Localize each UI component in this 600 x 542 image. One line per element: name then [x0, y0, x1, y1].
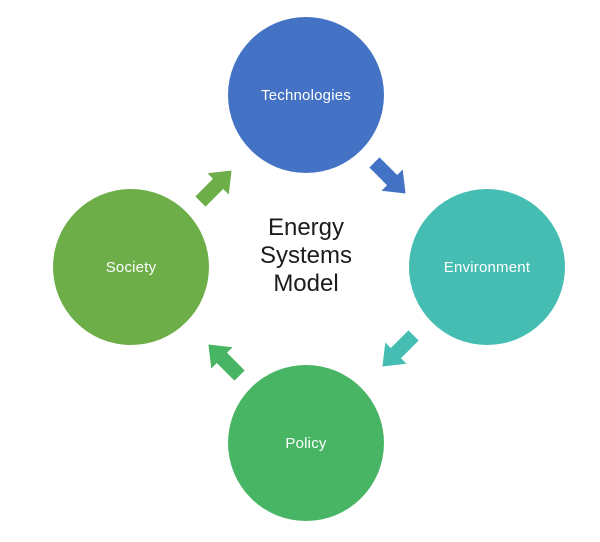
- center-title-line-3: Model: [273, 270, 339, 297]
- arrow-environment-to-policy-icon: [382, 330, 419, 367]
- arrow-technologies-to-environment-shape: [369, 157, 406, 194]
- center-title-line-1: Energy: [267, 214, 345, 241]
- node-technologies-label: Technologies: [261, 86, 351, 104]
- arrow-environment-to-policy-shape: [382, 330, 419, 367]
- node-society: Society: [53, 189, 209, 345]
- arrow-policy-to-society-icon: [208, 344, 245, 381]
- node-technologies: Technologies: [228, 17, 384, 173]
- node-policy-label: Policy: [285, 434, 327, 452]
- arrow-policy-to-society-shape: [208, 344, 245, 381]
- arrow-society-to-technologies-shape: [195, 170, 232, 207]
- arrow-society-to-technologies-icon: [195, 170, 232, 207]
- node-society-label: Society: [105, 258, 157, 276]
- node-policy: Policy: [228, 365, 384, 521]
- node-environment: Environment: [409, 189, 565, 345]
- arrow-technologies-to-environment-icon: [369, 157, 406, 194]
- node-environment-label: Environment: [443, 258, 531, 276]
- center-title-line-2: Systems: [259, 242, 352, 269]
- diagram-center-title: Energy Systems Model: [221, 214, 391, 298]
